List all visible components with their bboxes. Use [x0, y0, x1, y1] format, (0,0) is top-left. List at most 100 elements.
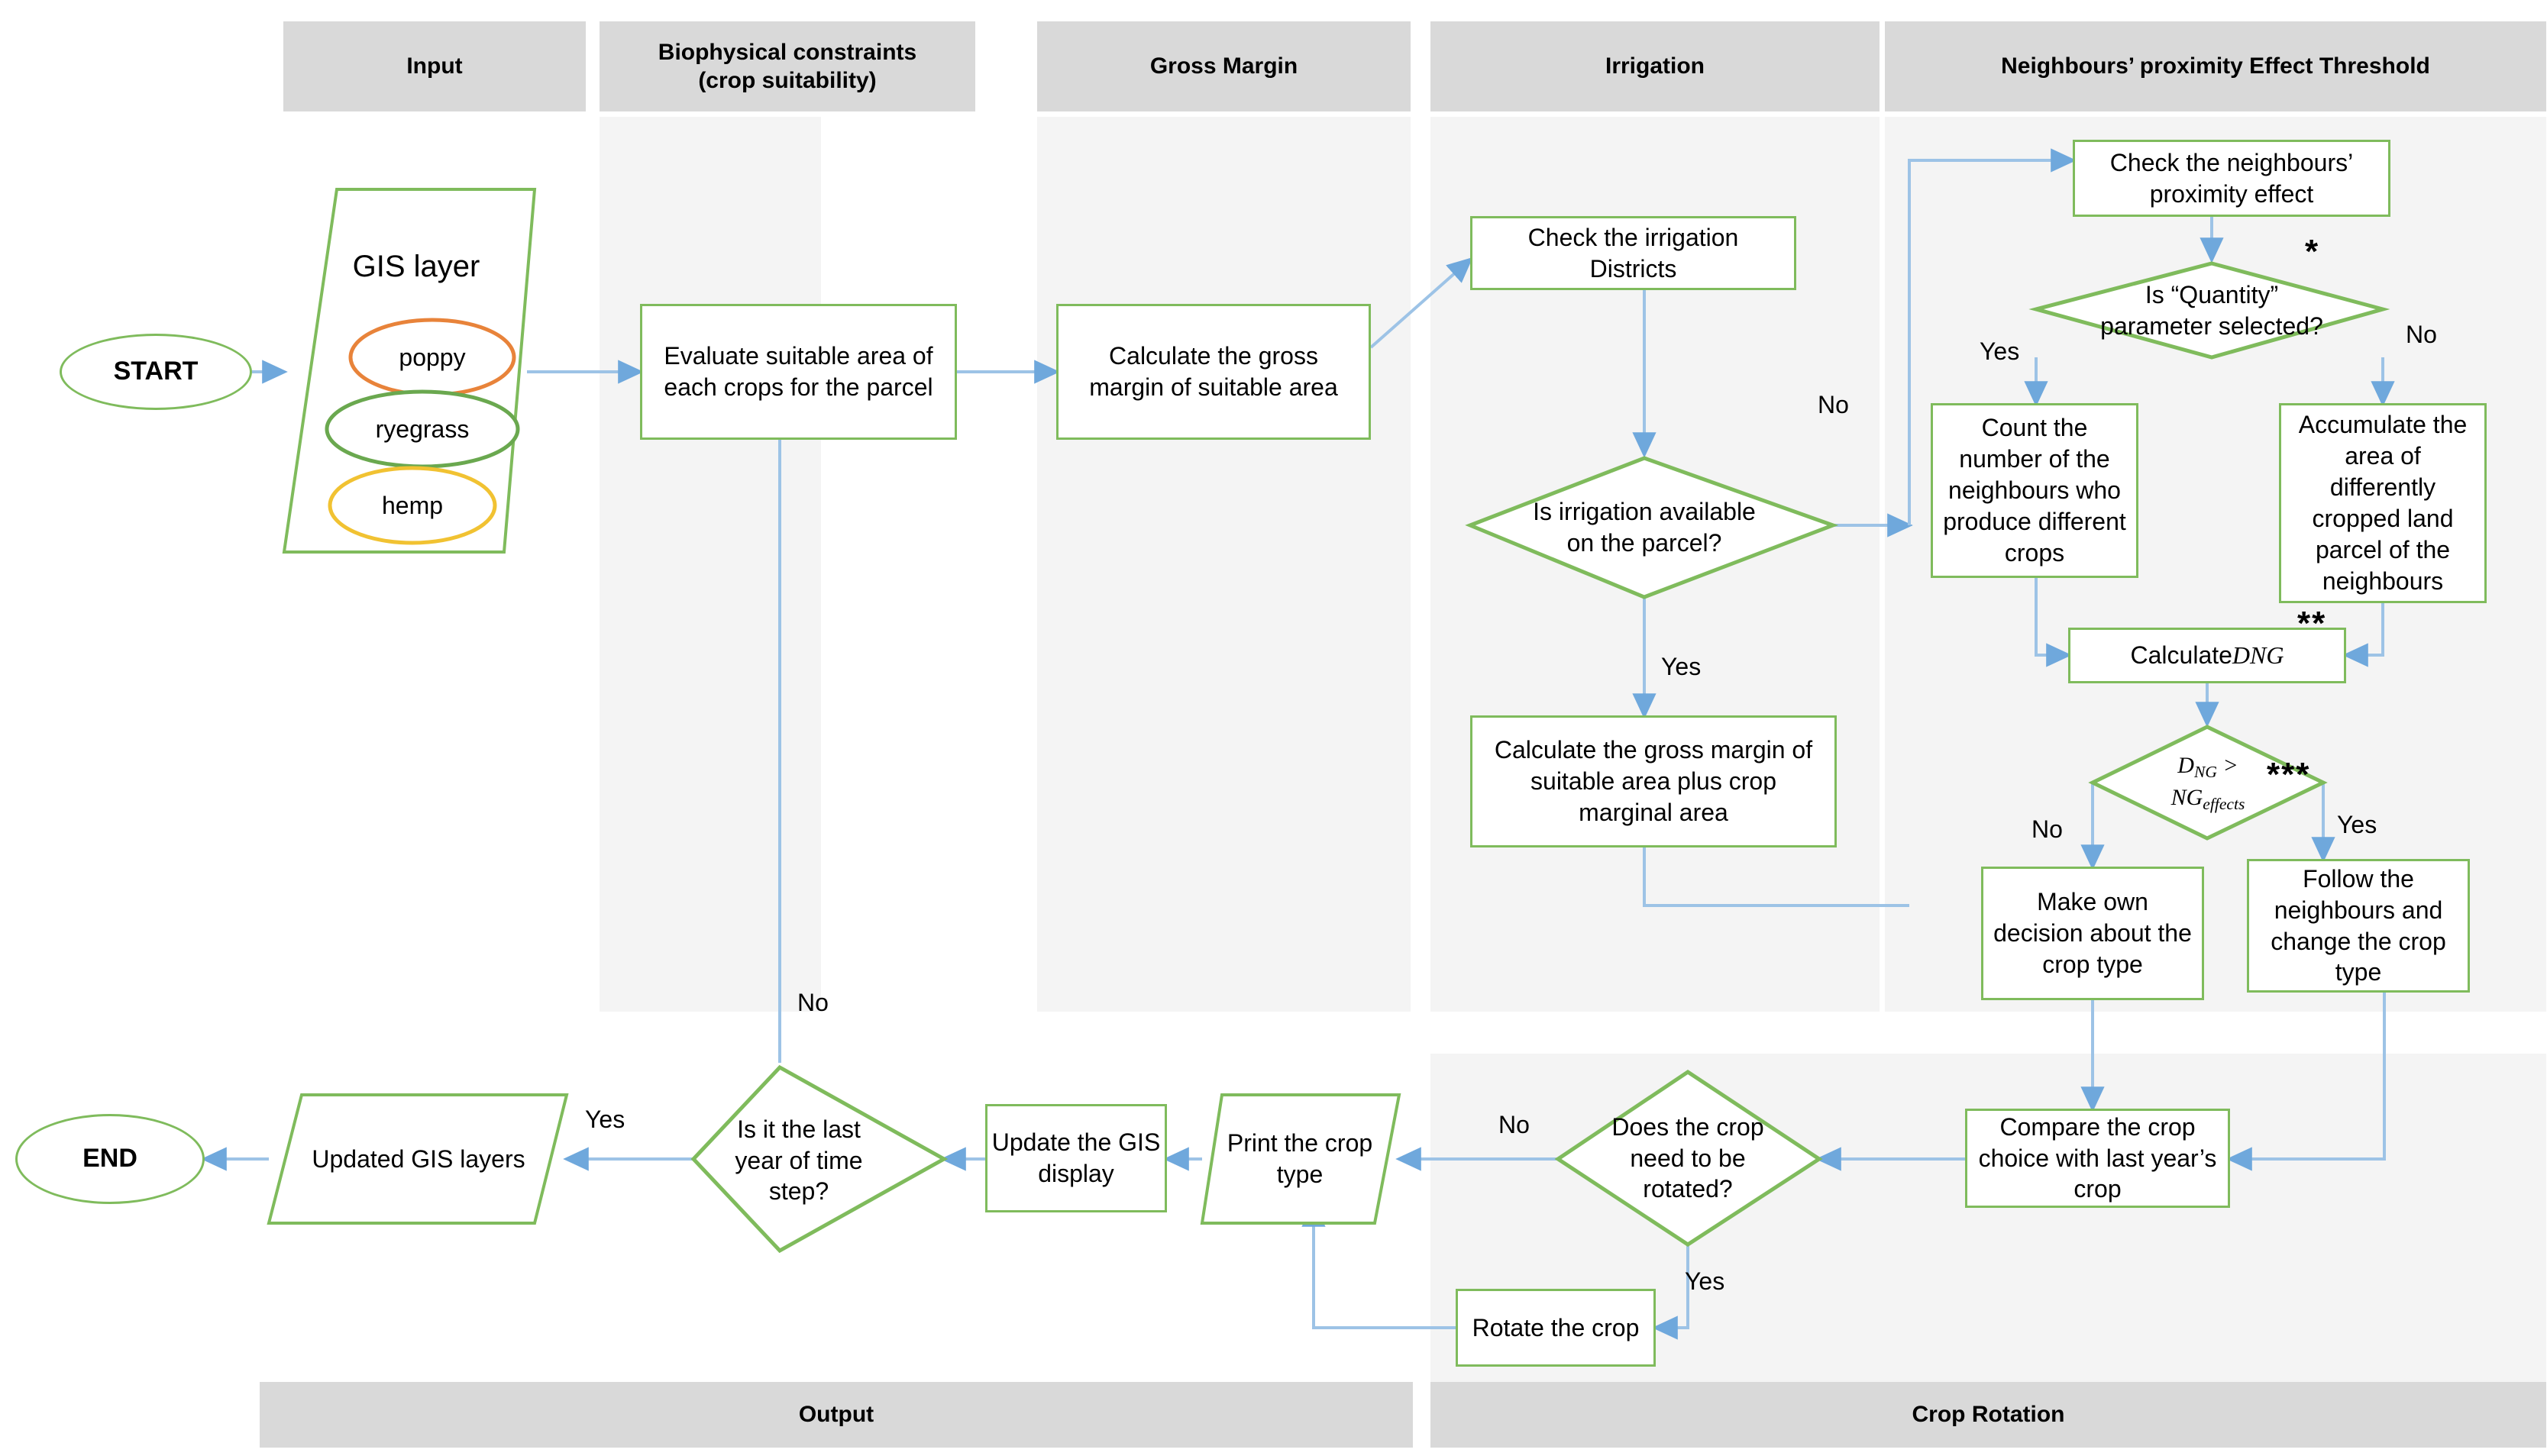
header-biophysical-label: Biophysical constraints (crop suitabilit…	[658, 39, 917, 94]
node-accumulate-area-label: Accumulate the area of differently cropp…	[2298, 411, 2468, 595]
band-gross-margin	[1037, 117, 1411, 1012]
node-check-irrigation-districts-label: Check the irrigation Districts	[1527, 223, 1739, 282]
dng-left-subscript: NG	[2193, 763, 2217, 782]
footer-crop-rotation: Crop Rotation	[1430, 1382, 2546, 1448]
edge-label-dng-no: No	[2031, 815, 2063, 844]
node-print-crop-type-label: Print the crop type	[1227, 1129, 1373, 1188]
edge-label-quantity-yes-text: Yes	[1980, 337, 2020, 365]
header-neighbours: Neighbours’ proximity Effect Threshold	[1885, 21, 2546, 111]
node-calculate-gross-margin[interactable]: Calculate the gross margin of suitable a…	[1056, 304, 1371, 440]
gis-layer-title: GIS layer	[321, 246, 512, 289]
edge-label-rotate-no: No	[1498, 1111, 1530, 1139]
footer-output-label: Output	[798, 1402, 874, 1427]
edge-label-quantity-no-text: No	[2406, 321, 2437, 348]
footer-crop-rotation-label: Crop Rotation	[1912, 1402, 2065, 1427]
node-rotate-the-crop[interactable]: Rotate the crop	[1456, 1289, 1656, 1367]
node-updated-gis-layers-label: Updated GIS layers	[312, 1144, 525, 1173]
crop-label-ryegrass-text: ryegrass	[375, 415, 470, 443]
node-check-irrigation-districts[interactable]: Check the irrigation Districts	[1470, 216, 1796, 290]
node-print-crop-type[interactable]: Print the crop type	[1211, 1095, 1388, 1223]
node-does-crop-need-rotation[interactable]: Does the crop need to be rotated?	[1595, 1072, 1781, 1245]
node-is-last-year-label: Is it the last year of time step?	[735, 1115, 863, 1206]
node-compare-with-last-year[interactable]: Compare the crop choice with last year’s…	[1965, 1109, 2230, 1208]
header-irrigation-label: Irrigation	[1605, 53, 1705, 79]
edge-label-lastyear-yes: Yes	[585, 1106, 625, 1134]
node-end[interactable]: END	[15, 1114, 205, 1204]
band-biophysical	[600, 117, 821, 1012]
edge-label-dng-no-text: No	[2031, 815, 2063, 843]
edge-label-irrigation-no-text: No	[1818, 391, 1849, 418]
asterisk-1-annotation: *	[2305, 233, 2319, 271]
node-calculate-gm-plus-marginal-label: Calculate the gross margin of suitable a…	[1494, 736, 1813, 826]
node-calculate-gm-plus-marginal[interactable]: Calculate the gross margin of suitable a…	[1470, 715, 1837, 847]
edge-label-quantity-yes: Yes	[1980, 337, 2019, 366]
node-is-quantity-selected[interactable]: Is “Quantity” parameter selected?	[2099, 263, 2325, 358]
node-make-own-decision-label: Make own decision about the crop type	[1993, 888, 2192, 978]
crop-label-ryegrass[interactable]: ryegrass	[327, 408, 518, 450]
header-neighbours-label: Neighbours’ proximity Effect Threshold	[2001, 53, 2430, 79]
crop-label-hemp[interactable]: hemp	[330, 484, 495, 527]
node-follow-neighbours[interactable]: Follow the neighbours and change the cro…	[2247, 859, 2470, 993]
node-dng-compare-line2: NGeffects	[2171, 783, 2245, 815]
node-compare-with-last-year-label: Compare the crop choice with last year’s…	[1978, 1112, 2217, 1203]
header-biophysical: Biophysical constraints (crop suitabilit…	[600, 21, 975, 111]
node-check-neighbours-proximity[interactable]: Check the neighbours’ proximity effect	[2073, 140, 2390, 217]
node-end-label: END	[82, 1144, 137, 1174]
crop-label-poppy-text: poppy	[399, 343, 466, 371]
edge-label-irrigation-yes-text: Yes	[1661, 653, 1702, 680]
asterisk-2-text: **	[2297, 605, 2327, 642]
node-rotate-the-crop-label: Rotate the crop	[1472, 1313, 1640, 1341]
node-is-irrigation-available[interactable]: Is irrigation available on the parcel?	[1520, 458, 1769, 597]
node-evaluate-suitable[interactable]: Evaluate suitable area of each crops for…	[640, 304, 957, 440]
edge-label-lastyear-yes-text: Yes	[585, 1106, 625, 1133]
header-gross-margin-label: Gross Margin	[1149, 53, 1298, 79]
node-does-crop-need-rotation-label-fallback: Does the crop need to be rotated?	[1611, 1112, 1764, 1203]
edge-label-lastyear-no: No	[797, 989, 829, 1017]
node-is-quantity-selected-label: Is “Quantity” parameter selected?	[2100, 281, 2323, 340]
node-follow-neighbours-label: Follow the neighbours and change the cro…	[2271, 864, 2446, 986]
gis-layer-title-label: GIS layer	[352, 250, 480, 284]
node-check-neighbours-proximity-label: Check the neighbours’ proximity effect	[2109, 148, 2354, 208]
header-gross-margin: Gross Margin	[1037, 21, 1411, 111]
node-count-neighbours-label: Count the number of the neighbours who p…	[1943, 414, 2126, 567]
crop-label-poppy[interactable]: poppy	[351, 336, 514, 379]
node-update-gis-display[interactable]: Update the GIS display	[985, 1104, 1167, 1212]
node-make-own-decision[interactable]: Make own decision about the crop type	[1981, 867, 2204, 1000]
node-dng-threshold-decision[interactable]: DNG > NGeffects	[2137, 739, 2279, 828]
dng-operator: >	[2216, 753, 2238, 779]
dng-left-symbol: D	[2177, 753, 2194, 779]
node-updated-gis-layers[interactable]: Updated GIS layers	[292, 1095, 545, 1223]
crop-ellipse-hemp	[328, 466, 497, 545]
edge-label-dng-yes-text: Yes	[2337, 811, 2377, 838]
node-start[interactable]: START	[60, 334, 252, 410]
edge-label-quantity-no: No	[2406, 321, 2437, 349]
node-is-irrigation-available-label: Is irrigation available on the parcel?	[1533, 498, 1756, 557]
node-calculate-dng-prefix: Calculate	[2130, 641, 2232, 670]
asterisk-2-annotation: **	[2297, 605, 2326, 643]
node-evaluate-suitable-label: Evaluate suitable area of each crops for…	[664, 342, 933, 401]
node-is-last-year[interactable]: Is it the last year of time step?	[716, 1084, 881, 1237]
edge-label-dng-yes: Yes	[2337, 811, 2377, 839]
edge-label-irrigation-yes: Yes	[1661, 653, 1701, 681]
node-dng-compare-line1: DNG >	[2177, 751, 2238, 783]
node-calculate-dng-subscript: NG	[2250, 641, 2284, 670]
asterisk-1-text: *	[2305, 233, 2320, 270]
edge-label-rotate-yes: Yes	[1685, 1267, 1724, 1296]
dng-right-symbol: NG	[2170, 785, 2203, 810]
node-accumulate-area[interactable]: Accumulate the area of differently cropp…	[2279, 403, 2487, 603]
header-input: Input	[283, 21, 586, 111]
edge-label-rotate-yes-text: Yes	[1685, 1267, 1725, 1295]
edge-label-irrigation-no: No	[1818, 391, 1849, 419]
asterisk-3-text: ***	[2267, 756, 2311, 793]
header-input-label: Input	[406, 53, 463, 79]
node-count-neighbours[interactable]: Count the number of the neighbours who p…	[1931, 403, 2138, 578]
dng-right-subscript: effects	[2203, 795, 2245, 814]
node-calculate-gross-margin-label: Calculate the gross margin of suitable a…	[1089, 342, 1338, 401]
edge-label-rotate-no-text: No	[1498, 1111, 1530, 1138]
footer-output: Output	[260, 1382, 1413, 1448]
edge-label-lastyear-no-text: No	[797, 989, 829, 1016]
header-irrigation: Irrigation	[1430, 21, 1880, 111]
node-calculate-dng-symbol: D	[2232, 641, 2251, 670]
